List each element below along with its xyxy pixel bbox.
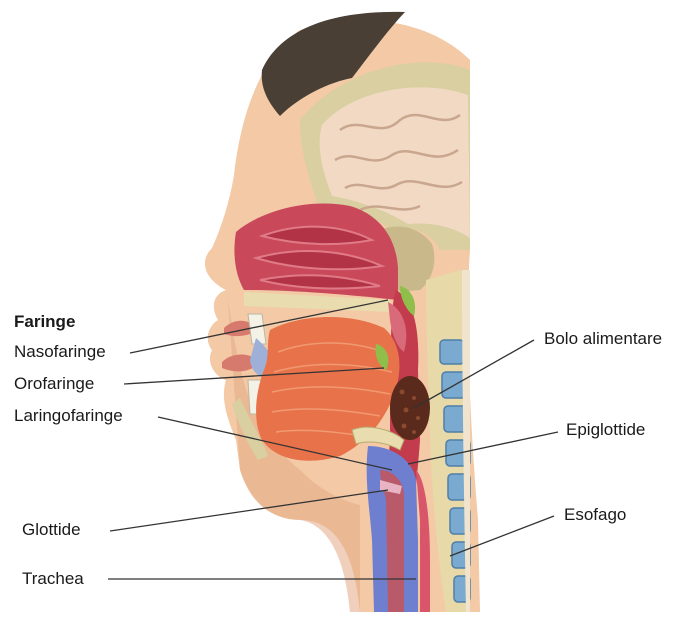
label-orofaringe: Orofaringe	[14, 374, 94, 394]
label-esofago: Esofago	[564, 505, 626, 525]
label-bolo-alimentare: Bolo alimentare	[544, 329, 662, 349]
label-laringofaringe: Laringofaringe	[14, 406, 123, 426]
label-nasofaringe: Nasofaringe	[14, 342, 106, 362]
food-bolus	[390, 376, 430, 440]
label-epiglottide: Epiglottide	[566, 420, 645, 440]
label-glottide: Glottide	[22, 520, 81, 540]
label-trachea: Trachea	[22, 569, 84, 589]
label-faringe: Faringe	[14, 312, 75, 332]
